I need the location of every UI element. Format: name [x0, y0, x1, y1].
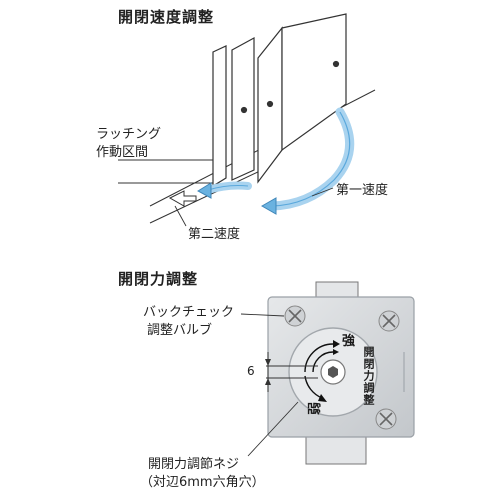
dial-plate-label: 開閉力調整	[362, 346, 375, 406]
latching-label-line1: ラッチング	[96, 127, 162, 142]
weak-label: 弱	[308, 401, 324, 416]
hex-size-value: 6	[247, 364, 255, 378]
first-speed-arrow	[260, 107, 355, 215]
adjustment-dial	[288, 327, 378, 417]
door-panel-open	[281, 13, 347, 152]
latching-label-line2: 作動区間	[96, 145, 149, 160]
latching-section-label: ラッチング 作動区間	[96, 126, 161, 162]
backcheck-valve-label: バックチェック 調整バルブ	[143, 304, 234, 340]
second-speed-arrow	[196, 181, 252, 199]
force-adjust-title: 開閉力調整	[118, 270, 199, 288]
second-speed-label: 第二速度	[188, 227, 241, 242]
screw-label: 開閉力調節ネジ （対辺6mm六角穴）	[140, 456, 265, 492]
screw-leader	[247, 401, 299, 457]
door-panel-front	[257, 26, 283, 184]
first-speed-leader	[311, 187, 334, 197]
latching-arrow	[168, 190, 197, 207]
second-speed-leader	[174, 205, 187, 227]
door-panel-middle	[231, 36, 255, 181]
speed-adjust-title: 開閉速度調整	[118, 8, 215, 26]
backcheck-label-line1: バックチェック	[143, 305, 235, 320]
hex-size-dimension	[265, 352, 318, 392]
first-speed-label: 第一速度	[336, 183, 389, 198]
screw-label-line2: （対辺6mm六角穴）	[140, 475, 265, 490]
strong-label: 強	[342, 334, 356, 349]
closer-shaft	[305, 281, 367, 465]
door-panel-back	[212, 45, 227, 188]
backcheck-label-line2: 調整バルブ	[147, 323, 213, 338]
backcheck-leader	[240, 313, 285, 317]
screw-label-line1: 開閉力調節ネジ	[148, 457, 240, 472]
